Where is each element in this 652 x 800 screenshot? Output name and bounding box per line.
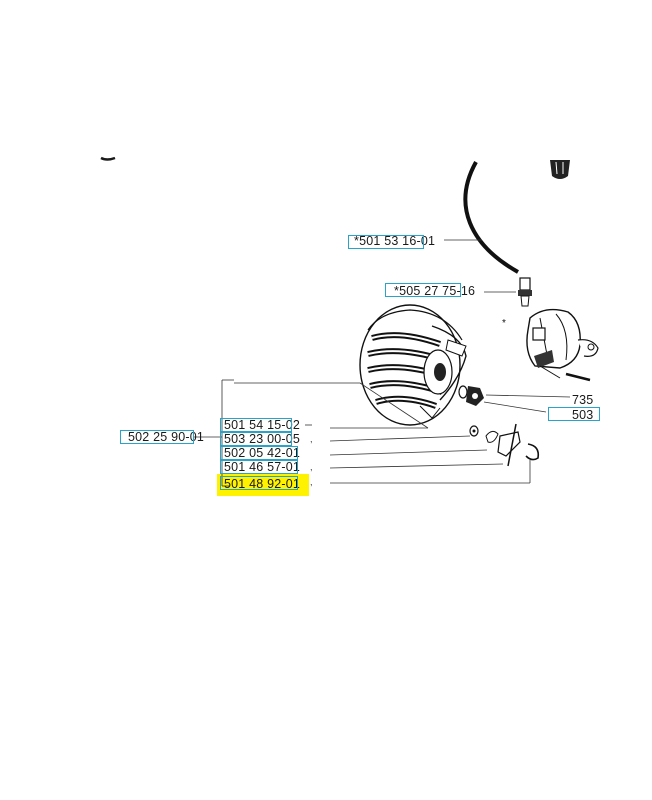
svg-text:,: , bbox=[310, 477, 313, 487]
leader-lines bbox=[193, 379, 531, 487]
part-number-503-partial[interactable]: 503 bbox=[572, 408, 594, 422]
ignition-module bbox=[526, 308, 599, 382]
selected-part-highlight bbox=[217, 474, 309, 496]
part-number-501-53-16[interactable]: *501 53 16-01 bbox=[354, 234, 436, 248]
svg-text:,: , bbox=[310, 434, 313, 444]
part-number-501-46-57[interactable]: 501 46 57-01 bbox=[224, 460, 301, 474]
part-number-501-54-15[interactable]: 501 54 15-02 bbox=[224, 418, 301, 432]
part-number-502-05-42[interactable]: 502 05 42-01 bbox=[224, 446, 301, 460]
washer-and-nut bbox=[458, 385, 484, 406]
lower-small-parts bbox=[469, 423, 540, 467]
part-number-735[interactable]: 735 bbox=[572, 393, 594, 407]
part-number-501-48-92-selected[interactable]: 501 48 92-01 bbox=[224, 477, 301, 491]
part-number-503-23-00[interactable]: 503 23 00-05 bbox=[224, 432, 301, 446]
cable-curve bbox=[463, 161, 519, 274]
stray-mark bbox=[100, 156, 116, 161]
part-number-502-25-90[interactable]: 502 25 90-01 bbox=[128, 430, 205, 444]
top-part-fragment bbox=[550, 160, 570, 179]
part-number-505-27-75[interactable]: *505 27 75-16 bbox=[394, 284, 476, 298]
svg-text:,: , bbox=[310, 462, 313, 472]
flywheel bbox=[359, 304, 467, 426]
svg-text:*: * bbox=[502, 318, 506, 329]
spark-plug-connector bbox=[518, 277, 532, 307]
